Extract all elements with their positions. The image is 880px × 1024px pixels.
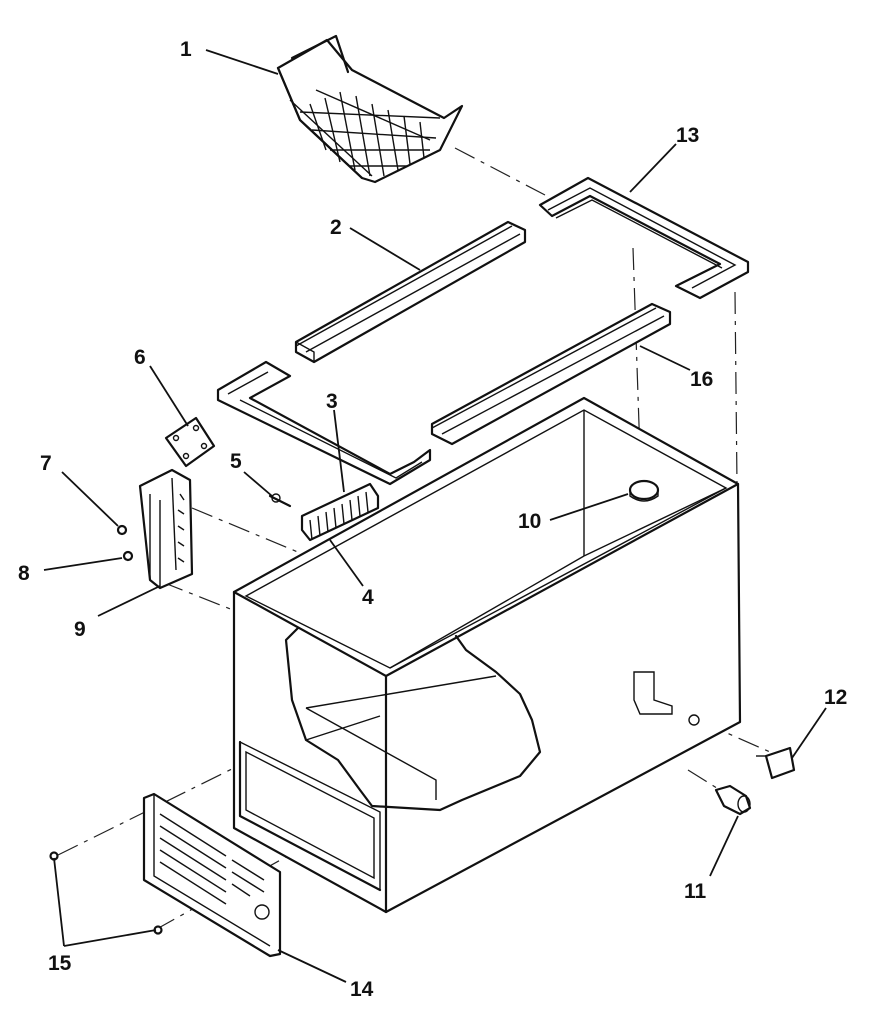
callout-12: 12 xyxy=(824,686,847,709)
hinge-bracket xyxy=(138,468,194,590)
callout-13: 13 xyxy=(676,124,699,147)
callout-labels: 1 2 3 4 5 6 7 8 9 10 11 12 13 14 15 16 xyxy=(18,38,847,1001)
gasket-frame-right xyxy=(538,176,750,300)
screw-part-5 xyxy=(268,493,292,508)
callout-15: 15 xyxy=(48,952,72,975)
rail-strip-lower xyxy=(430,302,672,446)
callout-9: 9 xyxy=(74,618,86,641)
callout-3: 3 xyxy=(326,390,338,413)
wire-basket xyxy=(276,34,464,184)
fitting-part-11 xyxy=(714,784,752,816)
front-grille xyxy=(142,792,282,958)
condenser-coil xyxy=(300,482,380,542)
gasket-frame-left xyxy=(216,360,432,486)
callout-2: 2 xyxy=(330,216,342,239)
callout-5: 5 xyxy=(230,450,242,473)
callout-16: 16 xyxy=(690,368,713,391)
drain-plug-part-10 xyxy=(628,479,660,502)
callout-4: 4 xyxy=(362,586,374,609)
screw-part-8 xyxy=(122,550,134,562)
plug-part-12 xyxy=(756,746,796,780)
callout-7: 7 xyxy=(40,452,52,475)
callout-14: 14 xyxy=(350,978,374,1001)
callout-1: 1 xyxy=(180,38,192,61)
callout-10: 10 xyxy=(518,510,541,533)
freezer-cabinet xyxy=(232,396,742,914)
callout-6: 6 xyxy=(134,346,146,369)
screw-part-7 xyxy=(116,524,128,536)
leader-lines xyxy=(43,49,827,983)
hinge-plate xyxy=(164,416,216,468)
callout-8: 8 xyxy=(18,562,30,585)
callout-11: 11 xyxy=(684,880,707,903)
rail-strip-top xyxy=(294,220,527,364)
